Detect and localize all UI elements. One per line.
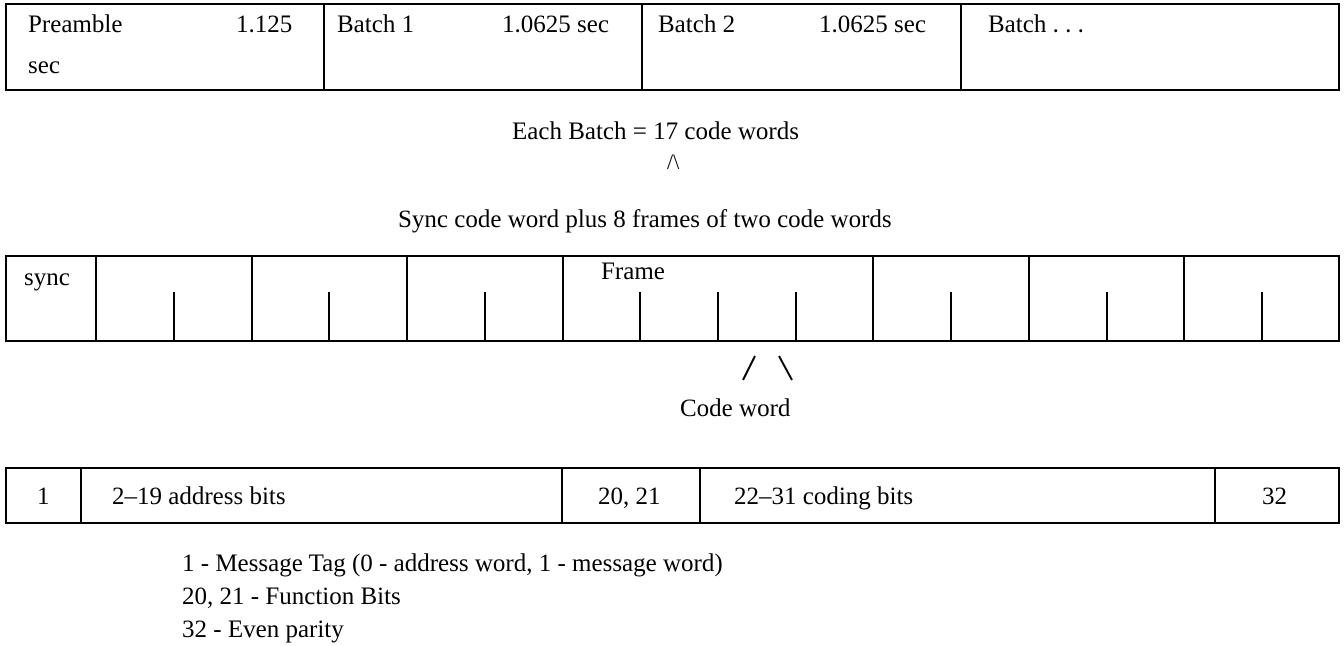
batch1-duration: 1.0625 sec (502, 11, 609, 38)
preamble-duration-unit: sec (28, 52, 60, 79)
frame-divider (1028, 255, 1030, 342)
batch1-label: Batch 1 (337, 11, 415, 38)
code-word-divider (795, 292, 797, 342)
frames-caption: Sync code word plus 8 frames of two code… (398, 206, 892, 233)
message-tag-bit: 1 (37, 483, 50, 510)
divider (960, 3, 962, 91)
field-divider (1214, 467, 1216, 524)
coding-bits-field: 22–31 coding bits (734, 483, 914, 510)
legend-item: 32 - Even parity (182, 616, 344, 643)
field-divider (699, 467, 701, 524)
code-word-divider (1106, 292, 1108, 342)
code-word-divider (173, 292, 175, 342)
field-divider (80, 467, 82, 524)
sync-label: sync (24, 264, 70, 291)
divider (641, 3, 643, 91)
code-word-divider (1261, 292, 1263, 342)
legend-item: 20, 21 - Function Bits (182, 583, 401, 610)
preamble-duration: 1.125 (236, 11, 293, 38)
frame-divider (406, 255, 408, 342)
batch-more-label: Batch . . . (988, 11, 1084, 38)
frame-divider (872, 255, 874, 342)
batch2-label: Batch 2 (658, 11, 736, 38)
batch-caption: Each Batch = 17 code words (512, 118, 799, 145)
divider (323, 3, 325, 91)
code-word-row (5, 467, 1340, 524)
frame-divider (95, 255, 97, 342)
preamble-label: Preamble (28, 11, 123, 38)
parity-bit-field: 32 (1262, 483, 1287, 510)
field-divider (561, 467, 563, 524)
code-word-divider (639, 292, 641, 342)
frame-divider (251, 255, 253, 342)
frame-divider (1183, 255, 1185, 342)
frame-divider (562, 255, 564, 342)
code-word-divider (717, 292, 719, 342)
address-bits-field: 2–19 address bits (112, 483, 286, 510)
expand-caret: /\ (667, 149, 680, 174)
code-word-divider (484, 292, 486, 342)
batch2-duration: 1.0625 sec (819, 11, 926, 38)
legend-item: 1 - Message Tag (0 - address word, 1 - m… (182, 550, 723, 577)
frame-label: Frame (601, 258, 665, 285)
code-word-divider (328, 292, 330, 342)
frames-row (5, 255, 1340, 342)
function-bits-field: 20, 21 (598, 483, 661, 510)
code-word-divider (950, 292, 952, 342)
code-word-caption: Code word (680, 395, 791, 422)
batch-sequence-row (5, 3, 1340, 91)
